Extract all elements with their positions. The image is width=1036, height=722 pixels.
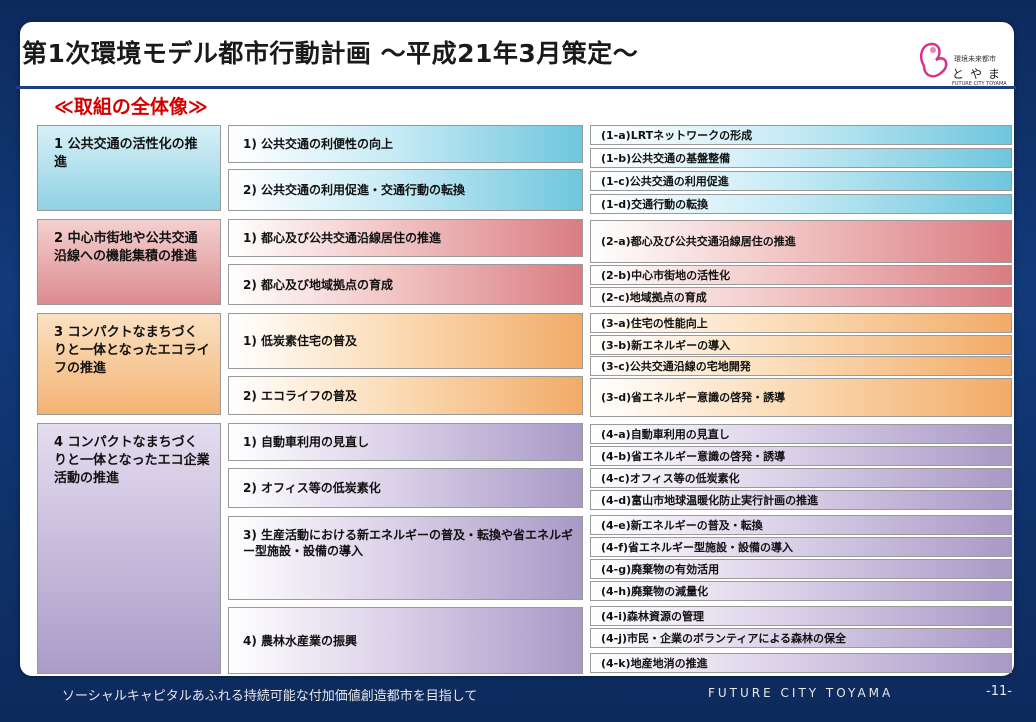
footer-brand: FUTURE CITY TOYAMA bbox=[708, 686, 894, 700]
action-1a-box: (1-a)LRTネットワークの形成 bbox=[590, 125, 1012, 145]
future-city-toyama-logo bbox=[920, 42, 948, 78]
action-3d-box: (3-d)省エネルギー意識の啓発・誘導 bbox=[590, 378, 1012, 417]
section-subtitle: ≪取組の全体像≫ bbox=[54, 96, 208, 118]
measure-1-1-box: 1) 公共交通の利便性の向上 bbox=[228, 125, 583, 163]
action-4h-box: (4-h)廃棄物の減量化 bbox=[590, 581, 1012, 601]
action-3b-box: (3-b)新エネルギーの導入 bbox=[590, 335, 1012, 355]
action-4d-box: (4-d)富山市地球温暖化防止実行計画の推進 bbox=[590, 490, 1012, 510]
action-4k-box: (4-k)地産地消の推進 bbox=[590, 653, 1012, 673]
action-1b-box: (1-b)公共交通の基盤整備 bbox=[590, 148, 1012, 168]
action-1d-box: (1-d)交通行動の転換 bbox=[590, 194, 1012, 214]
action-2b-box: (2-b)中心市街地の活性化 bbox=[590, 265, 1012, 285]
logo-text-top: 環境未来都市 bbox=[954, 55, 996, 63]
category-4-box: 4 コンパクトなまちづくりと一体となったエコ企業活動の推進 bbox=[37, 423, 221, 674]
measure-2-2-box: 2) 都心及び地域拠点の育成 bbox=[228, 264, 583, 305]
action-1c-box: (1-c)公共交通の利用促進 bbox=[590, 171, 1012, 191]
measure-4-1-box: 1) 自動車利用の見直し bbox=[228, 423, 583, 461]
action-3a-box: (3-a)住宅の性能向上 bbox=[590, 313, 1012, 333]
logo-text-main: とやま bbox=[952, 67, 1007, 81]
title-divider bbox=[16, 86, 1016, 89]
category-3-box: 3 コンパクトなまちづくりと一体となったエコライフの推進 bbox=[37, 313, 221, 415]
action-4c-box: (4-c)オフィス等の低炭素化 bbox=[590, 468, 1012, 488]
action-4g-box: (4-g)廃棄物の有効活用 bbox=[590, 559, 1012, 579]
measure-4-3-box: 3) 生産活動における新エネルギーの普及・転換や省エネルギー型施設・設備の導入 bbox=[228, 516, 583, 600]
measure-4-2-box: 2) オフィス等の低炭素化 bbox=[228, 468, 583, 508]
logo-text-bottom: FUTURE CITY TOYAMA bbox=[952, 81, 1007, 87]
category-1-box: 1 公共交通の活性化の推進 bbox=[37, 125, 221, 211]
action-4b-box: (4-b)省エネルギー意識の啓発・誘導 bbox=[590, 446, 1012, 466]
action-2c-box: (2-c)地域拠点の育成 bbox=[590, 287, 1012, 307]
action-3c-box: (3-c)公共交通沿線の宅地開発 bbox=[590, 356, 1012, 376]
measure-1-2-box: 2) 公共交通の利用促進・交通行動の転換 bbox=[228, 169, 583, 211]
measure-3-1-box: 1) 低炭素住宅の普及 bbox=[228, 313, 583, 369]
action-4i-box: (4-i)森林資源の管理 bbox=[590, 606, 1012, 626]
action-2a-box: (2-a)都心及び公共交通沿線居住の推進 bbox=[590, 220, 1012, 263]
page-number: -11- bbox=[986, 684, 1012, 699]
action-4e-box: (4-e)新エネルギーの普及・転換 bbox=[590, 515, 1012, 535]
measure-2-1-box: 1) 都心及び公共交通沿線居住の推進 bbox=[228, 219, 583, 257]
action-4j-box: (4-j)市民・企業のボランティアによる森林の保全 bbox=[590, 628, 1012, 648]
measure-4-4-box: 4) 農林水産業の振興 bbox=[228, 607, 583, 674]
action-4f-box: (4-f)省エネルギー型施設・設備の導入 bbox=[590, 537, 1012, 557]
footer-slogan: ソーシャルキャピタルあふれる持続可能な付加価値創造都市を目指して bbox=[62, 689, 478, 704]
category-2-box: 2 中心市街地や公共交通沿線への機能集積の推進 bbox=[37, 219, 221, 305]
measure-3-2-box: 2) エコライフの普及 bbox=[228, 376, 583, 415]
page-title: 第1次環境モデル都市行動計画 ～平成21年3月策定～ bbox=[22, 39, 639, 68]
action-4a-box: (4-a)自動車利用の見直し bbox=[590, 424, 1012, 444]
